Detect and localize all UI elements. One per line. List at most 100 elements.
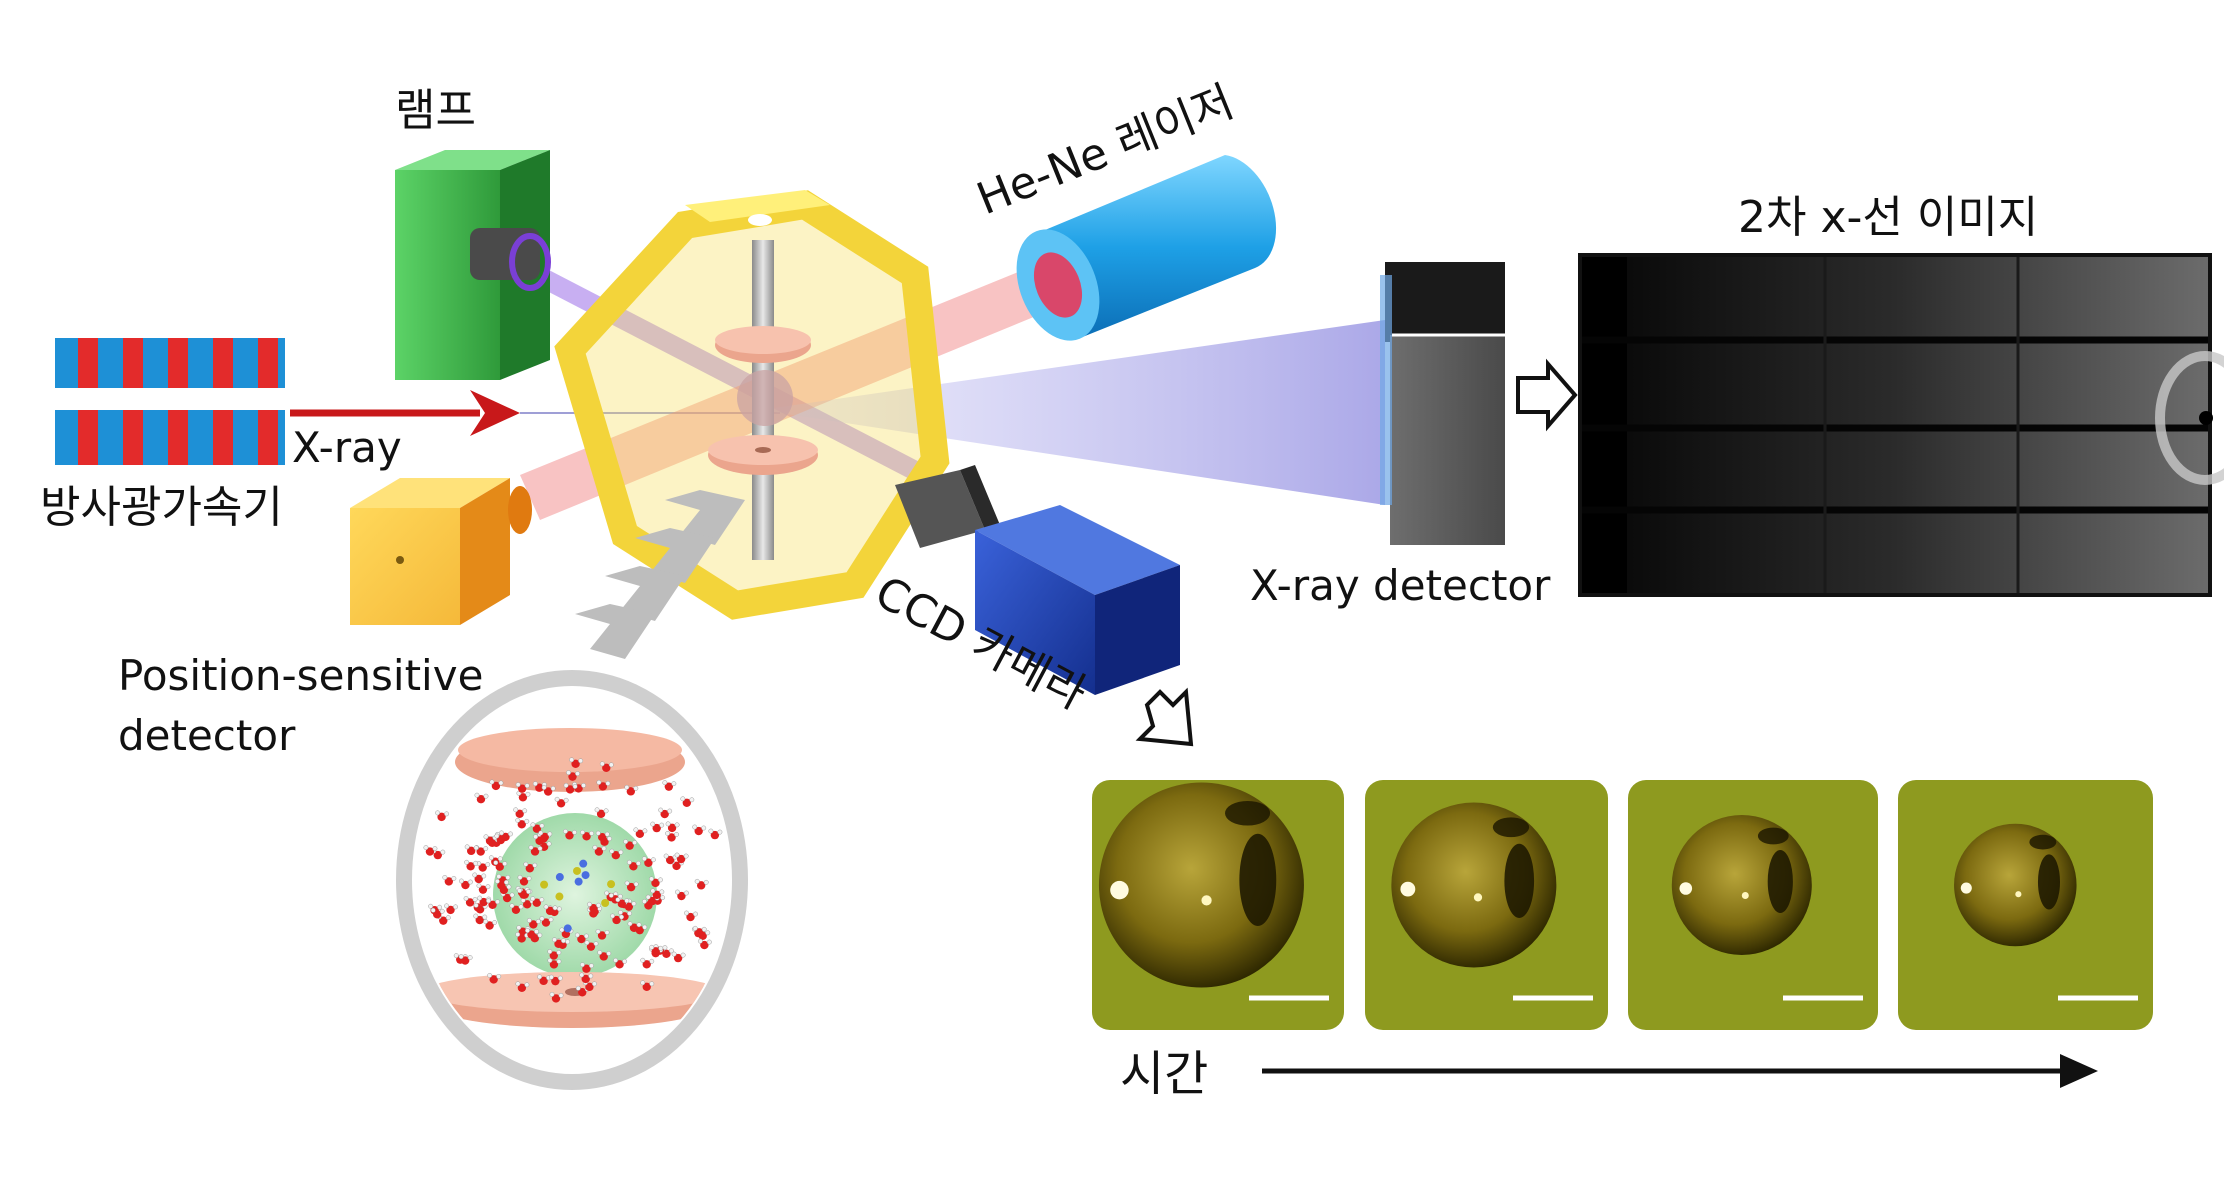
solute-atom bbox=[573, 866, 582, 875]
water-molecule bbox=[579, 962, 594, 973]
water-molecule bbox=[494, 878, 509, 890]
xray-detector bbox=[1380, 262, 1505, 545]
he-ne-laser bbox=[1016, 155, 1277, 341]
water-molecule bbox=[626, 859, 641, 871]
droplet-image-2 bbox=[1365, 780, 1608, 1030]
water-molecule bbox=[599, 761, 614, 773]
water-molecule bbox=[547, 949, 562, 960]
water-molecule bbox=[610, 913, 625, 925]
water-molecule bbox=[587, 901, 601, 913]
water-molecule bbox=[596, 779, 611, 791]
psd-label-line1: Position-sensitive bbox=[118, 651, 483, 700]
water-molecule bbox=[595, 830, 610, 842]
lamp-beam bbox=[520, 255, 960, 505]
water-molecule bbox=[697, 938, 712, 950]
water-molecule bbox=[523, 861, 538, 873]
water-molecule bbox=[515, 782, 530, 793]
water-molecule bbox=[566, 770, 580, 781]
water-molecule bbox=[548, 974, 563, 986]
water-molecule bbox=[517, 888, 531, 899]
water-molecule bbox=[579, 972, 594, 984]
water-molecule bbox=[584, 940, 599, 951]
water-molecule bbox=[530, 896, 545, 907]
lamp-label: 램프 bbox=[395, 85, 476, 136]
water-molecule bbox=[487, 972, 502, 984]
water-molecule bbox=[537, 974, 552, 986]
xray-beam-arrow bbox=[290, 390, 780, 436]
psd-label-line2: detector bbox=[118, 711, 296, 760]
droplet-image-3 bbox=[1628, 780, 1878, 1030]
water-molecule bbox=[624, 784, 639, 796]
water-molecule bbox=[663, 853, 678, 865]
water-molecule bbox=[640, 980, 655, 991]
water-molecule bbox=[594, 807, 609, 819]
water-molecule bbox=[552, 937, 566, 948]
droplet-image-1 bbox=[1092, 780, 1344, 1030]
solute-atom bbox=[555, 873, 564, 882]
water-molecule bbox=[493, 860, 508, 871]
water-molecule bbox=[423, 845, 438, 856]
water-molecule bbox=[684, 910, 698, 922]
solute-atom bbox=[555, 892, 564, 901]
water-molecule bbox=[649, 944, 664, 956]
droplet bbox=[1098, 782, 1304, 988]
water-molecule bbox=[473, 902, 488, 914]
detector-to-image-arrow bbox=[1516, 358, 1578, 432]
water-molecule bbox=[708, 828, 723, 840]
water-molecule bbox=[624, 880, 639, 892]
water-molecule bbox=[458, 878, 473, 890]
droplet-image-sequence bbox=[1092, 780, 2153, 1030]
water-molecule bbox=[563, 783, 578, 794]
water-molecule bbox=[609, 848, 624, 860]
water-molecule bbox=[569, 757, 584, 769]
accelerator-label: 방사광가속기 bbox=[40, 482, 283, 533]
water-molecule bbox=[472, 872, 487, 884]
water-molecule bbox=[592, 845, 607, 856]
water-molecule bbox=[464, 859, 479, 871]
water-molecule bbox=[595, 929, 610, 940]
water-molecule bbox=[627, 921, 642, 932]
ccd-camera bbox=[895, 465, 1180, 695]
water-molecule bbox=[474, 792, 489, 804]
water-molecule bbox=[674, 852, 689, 864]
water-molecule bbox=[665, 821, 680, 833]
droplet bbox=[1954, 823, 2077, 947]
water-molecule bbox=[483, 919, 498, 930]
solute-atom bbox=[581, 871, 590, 880]
water-molecule bbox=[658, 807, 673, 819]
water-molecule bbox=[458, 954, 473, 965]
water-molecule bbox=[499, 830, 513, 842]
solute-atom bbox=[574, 877, 583, 886]
solute-atom bbox=[607, 880, 616, 889]
water-molecule bbox=[541, 785, 556, 796]
water-molecule bbox=[538, 830, 553, 842]
water-molecule bbox=[435, 810, 450, 822]
solute-atom bbox=[579, 859, 588, 868]
water-molecule bbox=[526, 917, 541, 929]
water-molecule bbox=[680, 796, 695, 808]
water-molecule bbox=[525, 928, 539, 939]
water-molecule bbox=[464, 844, 479, 856]
water-molecule bbox=[530, 822, 545, 833]
levitator-electrodes bbox=[708, 240, 818, 560]
water-molecule bbox=[539, 916, 554, 927]
water-molecule bbox=[444, 903, 459, 915]
water-molecule bbox=[513, 807, 528, 818]
water-molecule bbox=[563, 828, 577, 840]
levitation-inset bbox=[396, 670, 748, 1090]
xray-image-label: 2차 x-선 이미지 bbox=[1738, 192, 2038, 243]
water-molecule bbox=[674, 889, 689, 901]
time-label: 시간 bbox=[1120, 1046, 1208, 1102]
droplet-image-4 bbox=[1898, 780, 2153, 1030]
water-molecule bbox=[597, 950, 612, 961]
scattered-xray-cone bbox=[760, 320, 1385, 505]
water-molecule bbox=[671, 951, 686, 963]
water-molecule bbox=[515, 817, 530, 829]
water-molecule bbox=[662, 780, 677, 791]
water-molecule bbox=[649, 876, 663, 888]
water-molecule bbox=[517, 874, 532, 886]
water-molecule bbox=[516, 790, 531, 802]
zoom-chevrons bbox=[575, 490, 745, 659]
laser-beam bbox=[520, 255, 1075, 520]
